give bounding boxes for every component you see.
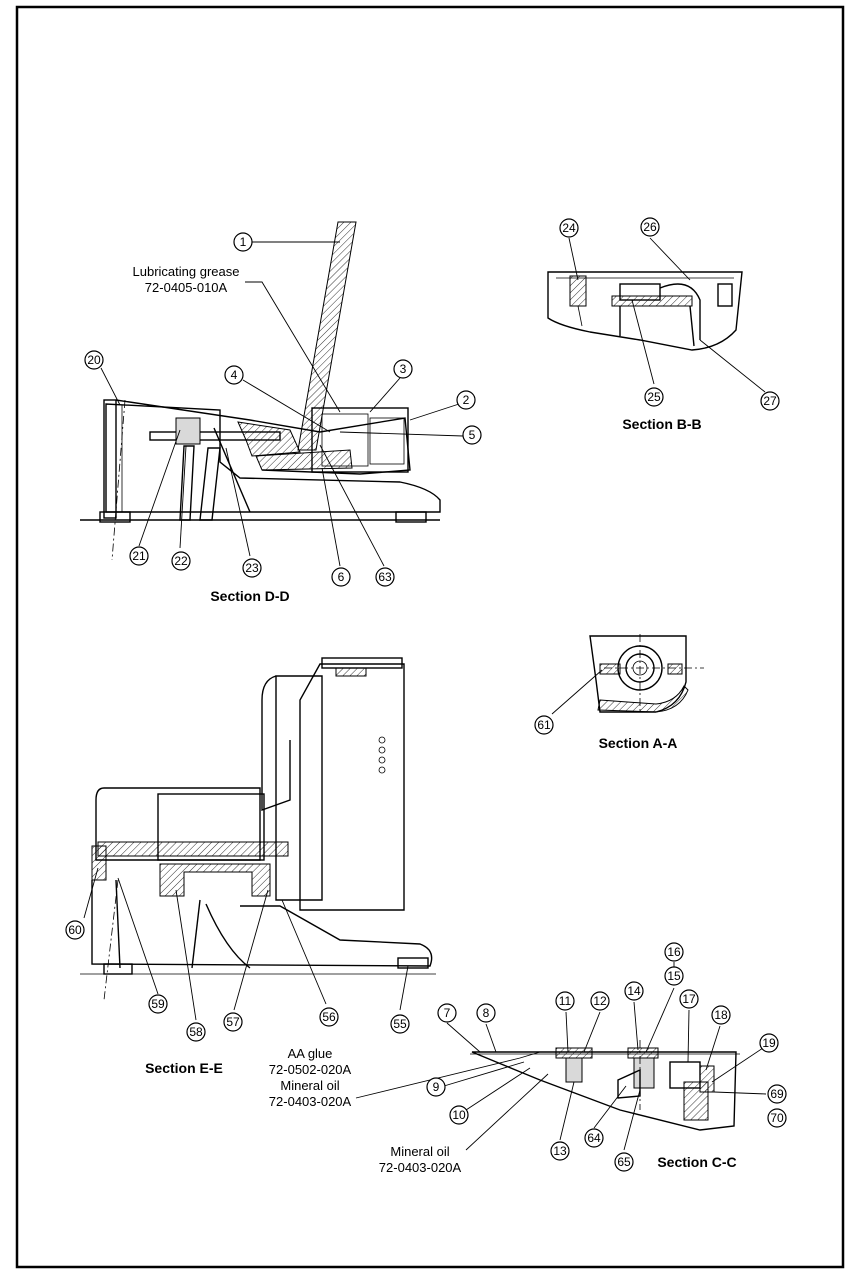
svg-text:21: 21 bbox=[132, 549, 146, 563]
svg-text:23: 23 bbox=[245, 561, 259, 575]
svg-text:27: 27 bbox=[763, 394, 777, 408]
callout-6: 6 bbox=[331, 567, 351, 587]
svg-text:58: 58 bbox=[189, 1025, 203, 1039]
callout-4: 4 bbox=[224, 365, 244, 385]
svg-text:22: 22 bbox=[174, 554, 188, 568]
section-aa-drawing bbox=[589, 634, 704, 713]
svg-text:56: 56 bbox=[322, 1010, 336, 1024]
svg-text:6: 6 bbox=[338, 570, 345, 584]
section-ee-title: Section E-E bbox=[145, 1060, 223, 1076]
svg-text:59: 59 bbox=[151, 997, 165, 1011]
callout-65: 65 bbox=[614, 1152, 634, 1172]
callout-23: 23 bbox=[242, 558, 262, 578]
svg-text:61: 61 bbox=[537, 718, 551, 732]
svg-text:64: 64 bbox=[587, 1131, 601, 1145]
note-aa-glue-name: AA glue bbox=[288, 1046, 333, 1061]
svg-text:63: 63 bbox=[378, 570, 392, 584]
svg-text:24: 24 bbox=[562, 221, 576, 235]
svg-text:13: 13 bbox=[553, 1144, 567, 1158]
note-grease-code: 72-0405-010A bbox=[145, 280, 228, 295]
section-bb-title: Section B-B bbox=[622, 416, 701, 432]
svg-text:14: 14 bbox=[627, 984, 641, 998]
leader-lines bbox=[83, 237, 767, 1151]
section-ee-drawing bbox=[80, 657, 436, 1001]
sheet-border bbox=[15, 5, 845, 1269]
svg-text:11: 11 bbox=[559, 994, 572, 1008]
section-cc-title: Section C-C bbox=[657, 1154, 736, 1170]
svg-text:10: 10 bbox=[452, 1108, 466, 1122]
svg-text:65: 65 bbox=[617, 1155, 631, 1169]
callout-5: 5 bbox=[462, 425, 482, 445]
section-cc-drawing bbox=[470, 1040, 740, 1131]
svg-text:70: 70 bbox=[770, 1111, 784, 1125]
svg-text:7: 7 bbox=[444, 1006, 451, 1020]
callout-59: 59 bbox=[148, 994, 168, 1014]
callout-1: 1 bbox=[233, 232, 253, 252]
section-dd-title: Section D-D bbox=[210, 588, 289, 604]
callout-61: 61 bbox=[534, 715, 554, 735]
callout-14: 14 bbox=[624, 981, 644, 1001]
callout-12: 12 bbox=[590, 991, 610, 1011]
callout-20: 20 bbox=[84, 350, 104, 370]
callout-25: 25 bbox=[644, 387, 664, 407]
callout-57: 57 bbox=[223, 1012, 243, 1032]
callout-26: 26 bbox=[640, 217, 660, 237]
svg-text:3: 3 bbox=[400, 362, 407, 376]
svg-text:12: 12 bbox=[593, 994, 607, 1008]
callout-64: 64 bbox=[584, 1128, 604, 1148]
svg-text:60: 60 bbox=[68, 923, 82, 937]
note-oil2-code: 72-0403-020A bbox=[379, 1160, 462, 1175]
note-oil2-name: Mineral oil bbox=[390, 1144, 449, 1159]
callout-17: 17 bbox=[679, 989, 699, 1009]
svg-text:1: 1 bbox=[240, 235, 247, 249]
note-aa-glue-code: 72-0502-020A bbox=[269, 1062, 352, 1077]
callout-15: 15 bbox=[664, 966, 684, 986]
svg-text:57: 57 bbox=[226, 1015, 240, 1029]
svg-text:16: 16 bbox=[667, 945, 681, 959]
callout-7: 7 bbox=[437, 1003, 457, 1023]
svg-text:20: 20 bbox=[87, 353, 101, 367]
note-grease-name: Lubricating grease bbox=[133, 264, 240, 279]
section-dd-drawing bbox=[80, 221, 441, 561]
callout-11: 11 bbox=[555, 991, 575, 1011]
note-oil1-code: 72-0403-020A bbox=[269, 1094, 352, 1109]
section-bb-drawing bbox=[547, 271, 743, 351]
callout-63: 63 bbox=[375, 567, 395, 587]
svg-text:2: 2 bbox=[463, 393, 470, 407]
callout-24: 24 bbox=[559, 218, 579, 238]
svg-text:17: 17 bbox=[682, 992, 696, 1006]
section-aa-title: Section A-A bbox=[599, 735, 678, 751]
svg-text:18: 18 bbox=[714, 1008, 728, 1022]
svg-text:69: 69 bbox=[770, 1087, 784, 1101]
callout-3: 3 bbox=[393, 359, 413, 379]
callout-55: 55 bbox=[390, 1014, 410, 1034]
callout-8: 8 bbox=[476, 1003, 496, 1023]
callout-21: 21 bbox=[129, 546, 149, 566]
callout-69: 69 bbox=[767, 1084, 787, 1104]
callout-58: 58 bbox=[186, 1022, 206, 1042]
note-oil1-name: Mineral oil bbox=[280, 1078, 339, 1093]
svg-text:25: 25 bbox=[647, 390, 661, 404]
callout-19: 19 bbox=[759, 1033, 779, 1053]
svg-text:55: 55 bbox=[393, 1017, 407, 1031]
svg-text:19: 19 bbox=[762, 1036, 776, 1050]
callout-22: 22 bbox=[171, 551, 191, 571]
callout-9: 9 bbox=[426, 1077, 446, 1097]
callout-13: 13 bbox=[550, 1141, 570, 1161]
svg-text:4: 4 bbox=[231, 368, 238, 382]
svg-text:8: 8 bbox=[483, 1006, 490, 1020]
callout-27: 27 bbox=[760, 391, 780, 411]
callout-16: 16 bbox=[664, 942, 684, 962]
callout-18: 18 bbox=[711, 1005, 731, 1025]
callout-10: 10 bbox=[449, 1105, 469, 1125]
svg-text:26: 26 bbox=[643, 220, 657, 234]
callout-56: 56 bbox=[319, 1007, 339, 1027]
callout-70: 70 bbox=[767, 1108, 787, 1128]
svg-text:15: 15 bbox=[667, 969, 681, 983]
svg-text:9: 9 bbox=[433, 1080, 440, 1094]
callout-2: 2 bbox=[456, 390, 476, 410]
callout-60: 60 bbox=[65, 920, 85, 940]
svg-text:5: 5 bbox=[469, 428, 476, 442]
